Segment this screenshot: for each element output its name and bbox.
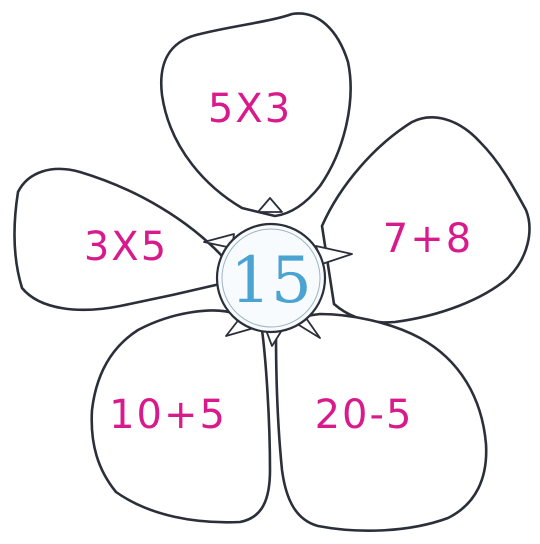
petal-right-expression: 7+8 [383, 216, 473, 262]
center-number: 15 [230, 244, 311, 318]
petal-top-expression: 5X3 [208, 86, 292, 132]
petal-left-expression: 3X5 [84, 224, 168, 270]
petal-bottom-left-expression: 10+5 [109, 392, 227, 438]
petal-bottom-right-expression: 20-5 [315, 392, 414, 438]
